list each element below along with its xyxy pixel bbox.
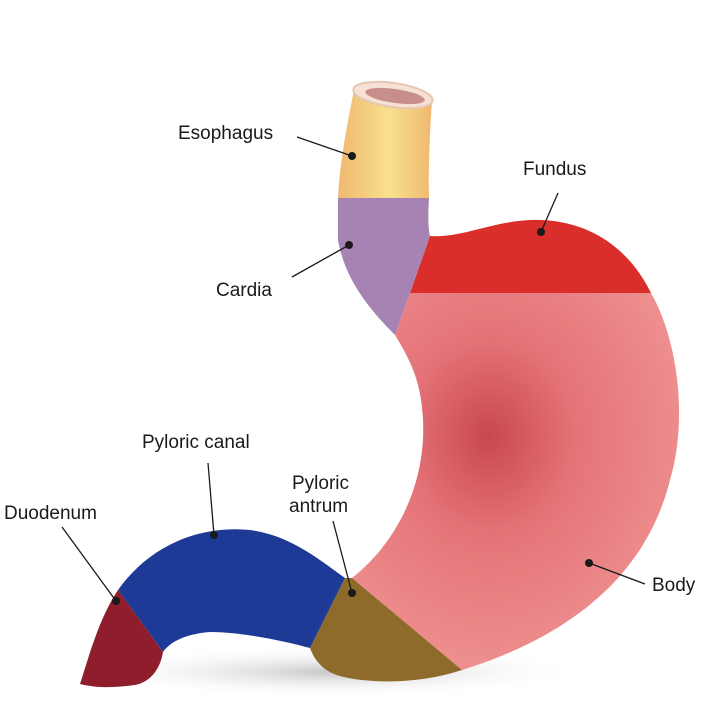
esophagus-region — [338, 90, 432, 198]
label-cardia: Cardia — [216, 241, 353, 301]
pyloric-canal-region — [118, 529, 345, 652]
label-duodenum: Duodenum — [4, 503, 120, 605]
leader-cardia — [291, 244, 350, 278]
dot-duodenum — [112, 597, 120, 605]
pyloric-antrum-label-line2: antrum — [289, 496, 348, 517]
cardia-region — [338, 198, 430, 335]
leader-pyloric-antrum — [332, 520, 353, 594]
label-pyloric-antrum: Pyloric antrum — [289, 473, 356, 597]
dot-esophagus — [348, 152, 356, 160]
cardia-label: Cardia — [216, 280, 272, 301]
fundus-label: Fundus — [523, 159, 586, 180]
dot-fundus — [537, 228, 545, 236]
label-fundus: Fundus — [523, 159, 586, 236]
pyloric-canal-label: Pyloric canal — [142, 432, 250, 453]
leader-esophagus — [296, 136, 353, 157]
leader-fundus — [540, 192, 559, 233]
esophagus-label: Esophagus — [178, 123, 273, 144]
esophagus-lumen — [365, 87, 425, 105]
dot-body — [585, 559, 593, 567]
dot-pyloric-canal — [210, 531, 218, 539]
body-region — [352, 293, 680, 670]
label-body: Body — [585, 559, 696, 596]
dot-pyloric-antrum — [348, 589, 356, 597]
fundus-region — [410, 219, 651, 293]
leader-body — [588, 562, 646, 585]
pyloric-antrum-label-line1: Pyloric — [292, 473, 349, 494]
duodenum-label: Duodenum — [4, 503, 97, 524]
leader-pyloric-canal — [207, 462, 215, 536]
pyloric-antrum-region — [310, 578, 462, 682]
duodenum-region — [80, 590, 163, 688]
label-pyloric-canal: Pyloric canal — [142, 432, 250, 539]
leader-duodenum — [61, 526, 117, 602]
dot-cardia — [345, 241, 353, 249]
label-esophagus: Esophagus — [178, 123, 356, 160]
body-label: Body — [652, 575, 696, 596]
